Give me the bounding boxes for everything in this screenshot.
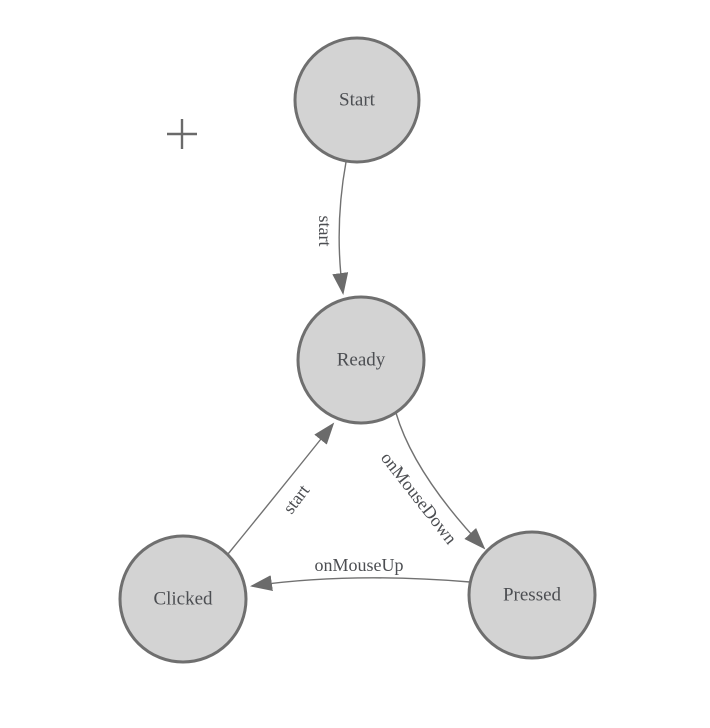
node-pressed[interactable]: Pressed: [467, 530, 597, 660]
node-label-clicked: Clicked: [153, 589, 213, 610]
edge-label-pressed-to-clicked: onMouseUp: [315, 555, 404, 575]
node-circle-pressed[interactable]: [467, 530, 597, 660]
edge-ready-to-pressed[interactable]: [395, 412, 486, 550]
node-start[interactable]: Start: [293, 36, 421, 164]
cursor-layer: [167, 119, 197, 149]
edge-clicked-to-ready[interactable]: [227, 422, 335, 555]
node-circle-ready[interactable]: [296, 295, 426, 425]
node-label-start: Start: [339, 90, 376, 111]
node-label-ready: Ready: [337, 350, 386, 371]
node-circle-clicked[interactable]: [118, 534, 248, 664]
node-label-pressed: Pressed: [503, 585, 562, 606]
node-ready[interactable]: Ready: [296, 295, 426, 425]
crosshair-cursor-icon: [167, 119, 197, 149]
edge-pressed-to-clicked[interactable]: [250, 575, 471, 592]
node-circle-start[interactable]: [293, 36, 421, 164]
node-clicked[interactable]: Clicked: [118, 534, 248, 664]
edge-label-start-to-ready: start: [315, 216, 335, 247]
edge-start-to-ready[interactable]: [332, 161, 349, 295]
